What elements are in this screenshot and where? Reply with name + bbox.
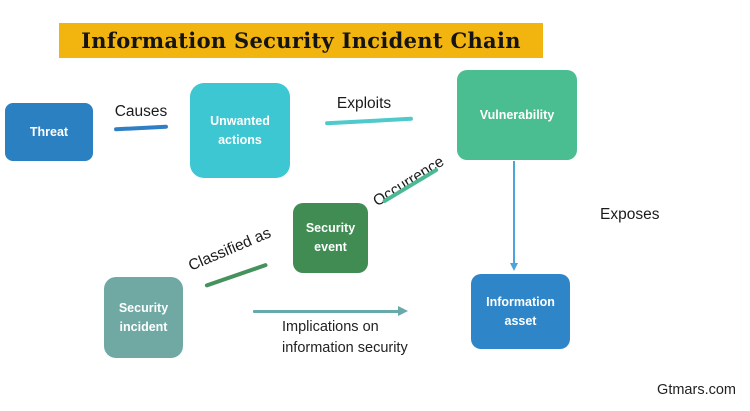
node-information-asset: Information asset xyxy=(471,274,570,349)
arrowhead-right-icon xyxy=(398,306,408,316)
edge-line-exposes xyxy=(513,161,515,264)
node-vulnerability-label: Vulnerability xyxy=(479,107,555,122)
edge-label-exposes: Exposes xyxy=(600,206,660,223)
edge-label-classified-as: Classified as xyxy=(186,224,274,275)
node-threat-label: Threat xyxy=(29,124,69,139)
edge-line-causes xyxy=(113,124,169,132)
node-unwanted-actions-label: Unwanted actions xyxy=(210,113,270,147)
edge-label-implications: Implications on information security xyxy=(282,319,408,357)
node-information-asset-label: Information asset xyxy=(486,294,555,328)
title-banner: Information Security Incident Chain xyxy=(59,23,543,58)
node-security-event: Security event xyxy=(293,203,368,273)
edge-label-exploits: Exploits xyxy=(336,95,392,112)
node-security-incident-label: Security incident xyxy=(118,300,169,334)
node-vulnerability: Vulnerability xyxy=(457,70,577,160)
edge-label-causes: Causes xyxy=(114,103,168,120)
node-security-incident: Security incident xyxy=(104,277,183,358)
page-title: Information Security Incident Chain xyxy=(81,28,521,53)
edge-line-implications xyxy=(253,310,400,313)
node-security-event-label: Security event xyxy=(305,221,356,254)
arrowhead-down-icon xyxy=(509,263,518,271)
node-unwanted-actions: Unwanted actions xyxy=(190,83,290,178)
node-threat: Threat xyxy=(5,103,93,161)
edge-label-occurrence: Occurrence xyxy=(370,153,448,211)
edge-line-exploits xyxy=(324,116,414,126)
watermark-gtmars: Gtmars.com xyxy=(657,382,736,398)
